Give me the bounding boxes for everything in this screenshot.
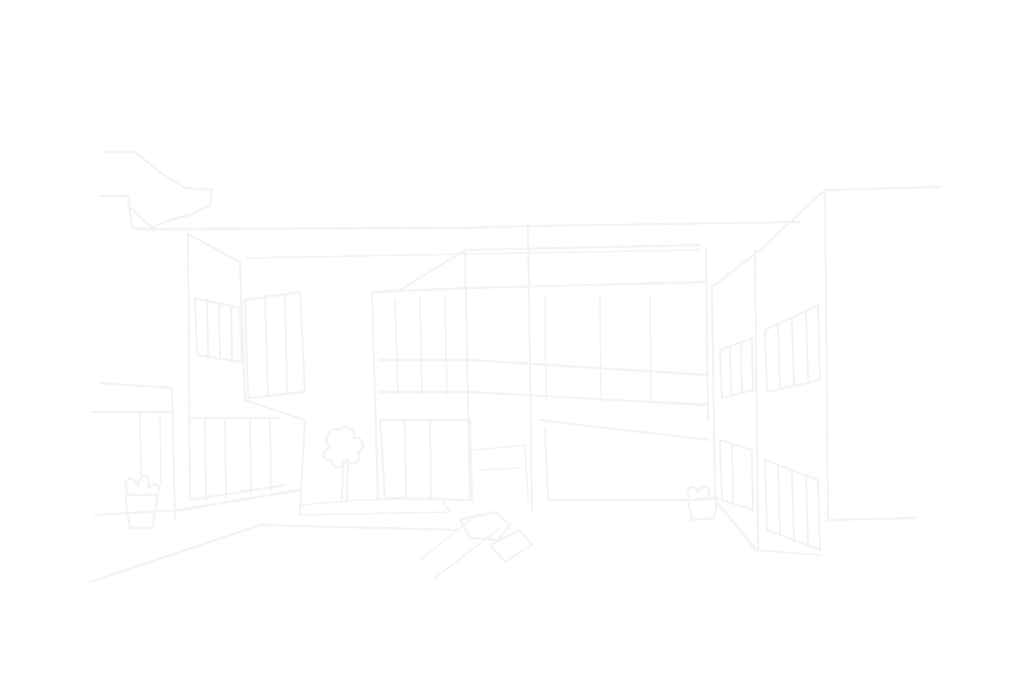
right-windows-lower bbox=[763, 458, 822, 552]
right-building-wall bbox=[753, 248, 760, 552]
top-beam-lower bbox=[244, 249, 701, 259]
right-building-edge bbox=[823, 188, 917, 522]
centre-column-a bbox=[463, 248, 472, 502]
centre-column-c bbox=[704, 246, 710, 422]
left-balcony bbox=[243, 290, 307, 400]
left-building-side bbox=[186, 232, 247, 402]
left-windows-upper bbox=[193, 296, 244, 364]
left-lower-wall bbox=[243, 398, 307, 512]
roof-fold bbox=[126, 203, 152, 228]
sketch-strokes bbox=[88, 150, 942, 584]
bench-shape bbox=[458, 510, 512, 542]
left-building-front bbox=[186, 232, 287, 502]
palm-tree-crown bbox=[322, 426, 364, 469]
right-potted-plant bbox=[686, 485, 720, 522]
stool-shape bbox=[488, 528, 534, 564]
centre-window-grid bbox=[394, 294, 652, 405]
centre-lower-opening bbox=[538, 418, 710, 502]
left-potted-plant bbox=[123, 474, 161, 530]
right-windows-upper bbox=[763, 303, 822, 394]
roof-canopy-left bbox=[103, 150, 214, 230]
right-building-roof bbox=[823, 185, 942, 192]
top-beam bbox=[148, 220, 802, 231]
low-planter-bed bbox=[299, 497, 451, 516]
ground-line-left bbox=[93, 488, 302, 517]
palm-tree-trunk bbox=[340, 458, 350, 502]
left-windows-lower bbox=[188, 416, 282, 502]
centre-beam-1 bbox=[370, 280, 710, 294]
centre-beam-2 bbox=[378, 358, 710, 377]
centre-lower-detail bbox=[474, 444, 529, 501]
centre-lower-frame bbox=[378, 418, 474, 502]
centre-beam-3 bbox=[378, 390, 710, 407]
roof-eave-left bbox=[98, 194, 157, 232]
left-low-roof bbox=[98, 381, 177, 522]
ground-line-right bbox=[714, 499, 821, 556]
ground-path-left bbox=[88, 523, 462, 584]
ground-path-diagonal bbox=[419, 519, 501, 579]
centre-column-b bbox=[526, 222, 534, 512]
right-building-slope bbox=[713, 188, 827, 287]
centre-left-column bbox=[370, 290, 380, 502]
right-mid-lower-windows bbox=[718, 438, 755, 512]
left-low-posts bbox=[139, 411, 162, 486]
right-mid-windows bbox=[718, 336, 755, 400]
